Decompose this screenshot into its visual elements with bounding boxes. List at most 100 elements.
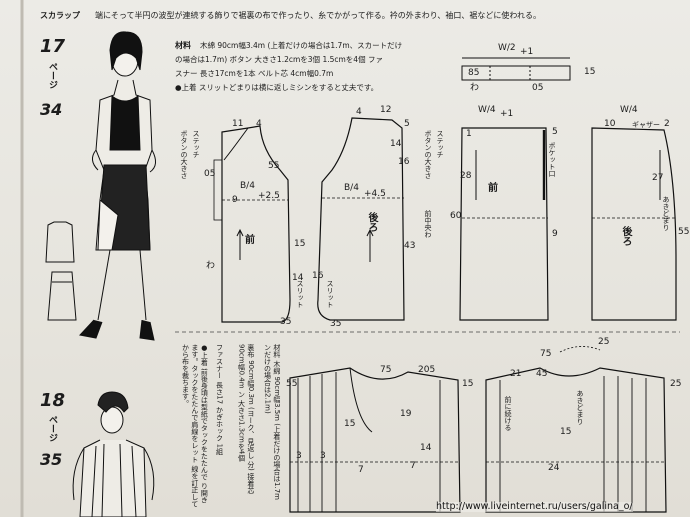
fskirt-dim-60: 60 — [450, 211, 462, 221]
fskirt-dim-9: 9 — [552, 229, 558, 239]
page-number-34: 34 — [40, 100, 63, 119]
front-button-label: ボタンの大きさ — [180, 130, 188, 179]
pattern-piece-18-front — [289, 367, 461, 513]
belt-wa: わ — [470, 83, 480, 93]
fskirt-button-label: ボタンの大きさ — [424, 130, 432, 179]
back-label: 後ろ — [366, 212, 377, 232]
front-dim-14: 14 — [292, 273, 304, 283]
fskirt-pocket-label: ポケット口 — [548, 142, 556, 177]
bskirt-side-label: あきどまり — [662, 196, 670, 231]
back-dim-14: 14 — [390, 139, 402, 149]
front-dim-9: 9 — [232, 195, 238, 205]
pattern-piece-18-back — [485, 346, 667, 513]
s18-materials-col2: 裏布 90cm幅0.3m (ヨーク、見返し 分) 接着芯 90cm幅0.4m ン… — [237, 344, 255, 494]
s18-dim-3b: 3 — [320, 451, 326, 461]
s18-dim-15: 15 — [462, 379, 474, 389]
s18-dim-25b: 24 — [548, 463, 560, 473]
s18-dim-25: 25 — [598, 337, 610, 347]
belt-plus1: +1 — [520, 47, 534, 57]
s18-dim-3a: 3 — [296, 451, 302, 461]
fskirt-stitch-label: ステッチ — [436, 130, 444, 158]
front-b4: B/4 — [240, 181, 255, 191]
belt-dim-15: 15 — [584, 67, 596, 77]
s18-materials-col3: ファスナー 長さ17 かぎホック 1組 — [215, 344, 224, 456]
belt-dim-85: 85 — [468, 68, 480, 78]
page-number-35: 35 — [40, 450, 63, 469]
s18-materials-col4: ●上着 前後身頃は型紙でタックをたたんで り開きます。タックをたたんで肩線をレッ… — [181, 344, 209, 508]
s18-dim-15b: 15 — [344, 419, 356, 429]
back-dim-16b: 16 — [312, 271, 324, 281]
bskirt-dim-2: 2 — [664, 119, 670, 129]
front-plus25: +2.5 — [258, 191, 280, 201]
belt-w2: W/2 — [498, 43, 516, 53]
fskirt-dim-28: 28 — [460, 171, 472, 181]
s18-dim-19: 19 — [400, 409, 412, 419]
s18-dim-7b: 7 — [410, 461, 416, 471]
s18-dim-205: 205 — [418, 365, 436, 375]
back-plus45: +4.5 — [364, 189, 386, 199]
materials-title-17: 材料 — [175, 41, 191, 50]
front-label: 前 — [245, 235, 255, 246]
header-text: 端にそって半円の波型が連続する飾りで裾裏の布で作ったり、糸でかがって作る。衿の外… — [95, 11, 541, 20]
front-dim-11: 11 — [232, 119, 244, 129]
s18-dim-24: 15 — [560, 427, 572, 437]
bskirt-dim-55: 55 — [678, 227, 690, 237]
bskirt-w4: W/4 — [620, 105, 638, 115]
fskirt-plus1: +1 — [500, 109, 514, 119]
fskirt-label: 前 — [488, 183, 498, 194]
back-slit-label: スリット — [326, 280, 334, 308]
bskirt-dim-10: 10 — [604, 119, 616, 129]
s18-dim-55: 55 — [286, 379, 298, 389]
s18-dim-45: 45 — [536, 369, 548, 379]
materials-line-17-3: スナー 長さ17cmを1本 ベルト芯 4cm幅0.7m — [175, 69, 334, 78]
s18-dim-75: 75 — [380, 365, 392, 375]
materials-line-17-1: 木綿 90cm幅3.4m (上着だけの場合は1.7m、スカートだけ — [200, 41, 403, 50]
pattern-number-17: 17 — [40, 36, 66, 57]
header-label: スカラップ — [40, 11, 80, 20]
back-dim-5: 5 — [404, 119, 410, 129]
page-label-17: ページ — [47, 62, 57, 89]
front-dim-4: 4 — [256, 119, 262, 129]
front-dim-55: 55 — [268, 161, 280, 171]
front-wa: わ — [206, 261, 216, 271]
pattern-piece-back — [317, 117, 405, 321]
s18-dim-21: 21 — [510, 369, 522, 379]
watermark-url[interactable]: http://www.liveinternet.ru/users/galina_… — [436, 501, 633, 512]
s18-open-label: あきどまり — [576, 390, 584, 425]
pattern-piece-front-skirt — [459, 127, 549, 321]
front-dim-35: 35 — [280, 317, 292, 327]
back-dim-43: 43 — [404, 241, 416, 251]
model-illustration-18 — [72, 391, 155, 517]
bskirt-label: 後ろ — [620, 226, 631, 246]
fskirt-dim-5: 5 — [552, 127, 558, 137]
back-b4: B/4 — [344, 183, 359, 193]
s18-dim-55b: 25 — [670, 379, 682, 389]
back-dim-16: 16 — [398, 157, 410, 167]
fskirt-dim-1: 1 — [466, 129, 472, 139]
back-center-label: 前中央わ — [424, 210, 432, 238]
pattern-piece-back-skirt — [591, 127, 677, 321]
bskirt-dim-27: 27 — [652, 173, 664, 183]
back-dim-4: 4 — [356, 107, 362, 117]
note-17: ●上着 スリットどまりは横に返しミシンをすると丈夫です。 — [175, 83, 379, 92]
back-dim-12: 12 — [380, 105, 392, 115]
bskirt-gather-label: ギャザー — [632, 121, 660, 129]
s18-dim-14: 14 — [420, 443, 432, 453]
s18-materials-col1: 材料 木綿 90cm幅3.5m (上着だけの場合は1.7m ンだけの場合は2.1… — [263, 344, 281, 500]
belt-dim-05: 05 — [532, 83, 544, 93]
pattern-piece-front — [213, 125, 291, 323]
materials-line-17-2: の場合は1.7m) ボタン 大きさ1.2cmを3個 1.5cmを4個 ファ — [175, 55, 383, 64]
model-illustration-17 — [79, 31, 156, 341]
front-slit-label: スリット — [296, 280, 304, 308]
back-dim-35: 35 — [330, 319, 342, 329]
front-dim-43: 15 — [294, 239, 306, 249]
pattern-number-18: 18 — [40, 390, 66, 411]
front-stitch-label: ステッチ — [192, 130, 200, 158]
front-dim-05: 05 — [204, 169, 216, 179]
s18-dim-7a: 7 — [358, 465, 364, 475]
s18-dim-75b: 75 — [540, 349, 552, 359]
garment-thumbnails-17 — [45, 221, 77, 321]
fskirt-w4: W/4 — [478, 105, 496, 115]
